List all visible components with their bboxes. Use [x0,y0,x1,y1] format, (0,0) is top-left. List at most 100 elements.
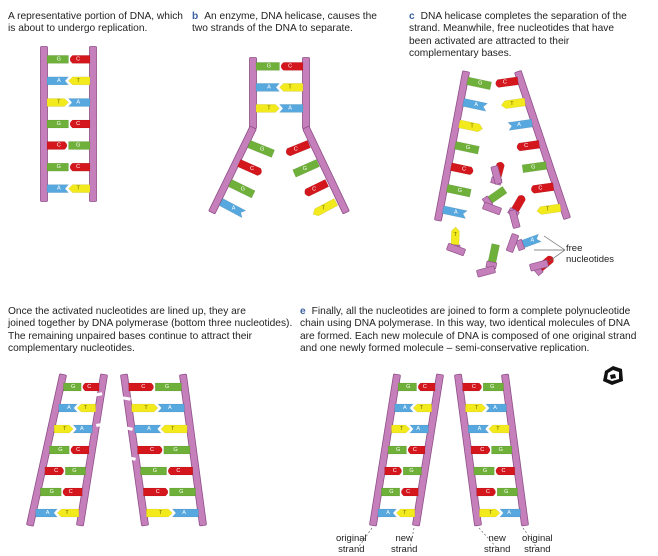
base-g [68,141,91,150]
panel-a-right-nucleotide-5: C [69,162,91,172]
base-c [511,195,526,213]
base-t [46,98,69,107]
base-c [280,62,304,71]
base-t [279,83,304,92]
base-g [163,445,191,455]
panel-b-right-arm-nucleotide-0: C [285,139,311,157]
panel-d-right-left-nucleotide-1: T [131,403,159,413]
panel-d-right-left-nucleotide-5: C [143,487,169,497]
strand-label-leader-line-0 [357,527,373,549]
panel-d-left-left-nucleotide-5: G [40,487,62,497]
base-letter: G [58,447,62,453]
base-c [476,487,496,497]
base-letter: T [144,405,148,411]
base-letter: A [507,510,511,516]
base-g [247,139,275,158]
base-c [470,445,491,455]
base-a [441,205,468,219]
base-letter: T [454,232,458,238]
panel-c-letter: c [409,11,415,22]
base-letter: A [478,426,482,432]
base-g [397,382,417,392]
base-letter: C [69,489,73,495]
base-t [312,198,339,217]
base-letter: A [288,105,292,111]
panel-d-text: Once the activated nucleotides are lined… [8,306,293,355]
base-t [465,403,487,413]
panel-c-right-nucleotide-6: T [536,203,562,215]
panel-c-left-nucleotide-3: G [454,141,480,155]
panel-c-right-nucleotide-4: G [521,161,548,174]
base-g [140,466,167,476]
base-c [407,445,426,455]
base-letter: A [403,405,407,411]
base-letter: T [63,426,67,432]
base-letter: A [232,206,236,212]
panel-e-left-right-nucleotide-4: G [402,466,422,476]
base-letter: G [173,447,177,453]
base-a [171,508,199,518]
base-letter: A [57,78,61,84]
base-letter: C [312,186,316,192]
panel-d-right-left-nucleotide-0: C [128,382,154,392]
panel-d-gap-right-2 [125,456,136,461]
base-a [72,424,93,434]
base-letter: A [182,510,186,516]
base-letter: T [65,510,69,516]
base-c [44,466,65,476]
base-c [449,162,474,176]
base-c [384,466,402,476]
base-letter: A [46,510,50,516]
panel-d-right-right-nucleotide-3: G [163,445,191,455]
original-strand-label-left: original strand [336,533,367,555]
panel-e-left-left-nucleotide-6: A [377,508,397,518]
panel-a-right-nucleotide-0: C [69,55,91,64]
base-t [160,424,188,434]
base-letter: T [496,426,500,432]
base-c [82,382,100,392]
base-c [237,159,262,176]
base-g [487,243,500,264]
base-letter: C [250,166,254,172]
base-a [67,98,91,107]
panel-c-free-phosphate-3 [446,243,466,256]
panel-c-left-nucleotide-6: A [441,205,468,219]
base-g [40,487,62,497]
base-letter: G [72,468,76,474]
panel-a-right-nucleotide-1: T [68,76,91,86]
free-nucleotides-leader-line-0 [543,235,566,251]
base-g [473,466,495,476]
panel-d-left-left-nucleotide-2: T [53,424,74,434]
leader-lines-layer [357,235,566,549]
base-a [255,83,281,92]
base-a [46,184,70,193]
original-strand-label-right: original strand [522,533,553,555]
panel-d-left-right-nucleotide-5: C [62,487,83,497]
base-g [482,382,504,392]
base-g [227,179,256,199]
panel-e-left-left-nucleotide-0: G [397,382,417,392]
base-g [381,487,401,497]
panel-c-right-nucleotide-1: T [500,97,526,109]
base-letter: A [530,238,534,244]
panel-b-left-arm-nucleotide-3: A [218,198,247,219]
base-letter: A [493,405,497,411]
panel-d-left-right-nucleotide-0: C [82,382,100,392]
base-letter: C [538,185,542,191]
panel-a-left-nucleotide-6: A [46,184,70,193]
base-c [417,382,436,392]
base-c [304,179,330,197]
base-g [496,487,518,497]
base-letter: G [241,186,245,192]
base-letter: T [400,426,404,432]
base-letter: A [67,405,71,411]
panel-e-left-right-nucleotide-0: C [417,382,436,392]
panel-e-right-left-nucleotide-0: C [462,382,482,392]
panel-b-left-nucleotide-2: T [255,104,280,113]
panel-e-right-right-nucleotide-4: C [495,466,516,476]
base-letter: C [486,489,490,495]
panel-b-left-nucleotide-0: G [255,62,280,71]
panel-d-left-right-nucleotide-6: T [56,508,80,518]
